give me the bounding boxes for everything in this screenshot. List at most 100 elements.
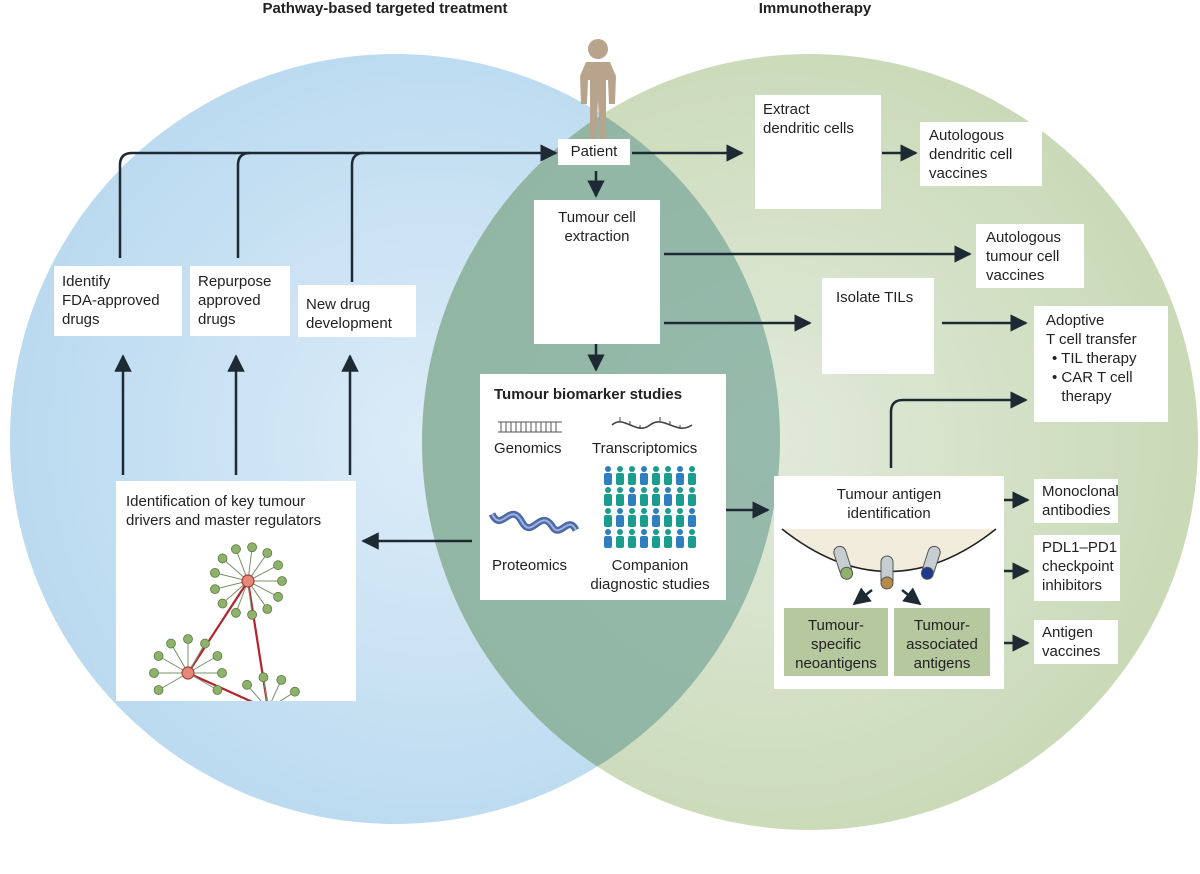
genomics-label: Genomics <box>494 440 562 457</box>
person-icon <box>652 508 660 527</box>
network-edge <box>279 691 296 701</box>
adoptive-item-til: • TIL therapy <box>1052 350 1137 367</box>
extract-dendritic-label: Extract dendritic cells <box>763 101 854 137</box>
person-icon <box>604 487 612 506</box>
companion-diagnostic-label: Companion diagnostic studies <box>590 557 710 593</box>
rna-strand-icon <box>611 417 693 429</box>
person-icon <box>676 487 684 506</box>
network-edge <box>271 679 282 701</box>
person-icon <box>604 529 612 548</box>
person-icon <box>616 508 624 527</box>
antigen-identification-box: Tumour antigen identification Tumour- sp… <box>774 476 1004 689</box>
adoptive-item-cart: • CAR T cell therapy <box>1052 369 1133 405</box>
tumour-specific-neoantigens-box: Tumour- specific neoantigens <box>784 608 888 676</box>
tumour-associated-antigens-box: Tumour- associated antigens <box>894 608 990 676</box>
key-drivers-box: Identification of key tumour drivers and… <box>116 481 356 701</box>
pdl1-box: PDL1–PD1 checkpoint inhibitors <box>1034 535 1120 601</box>
key-drivers-label: Identification of key tumour drivers and… <box>126 493 322 529</box>
patient-label: Patient <box>570 143 618 160</box>
patient-cohort-icon <box>604 466 696 548</box>
person-icon <box>688 508 696 527</box>
person-icon <box>604 508 612 527</box>
network-leaf-node <box>258 672 269 683</box>
network-leaf-node <box>166 638 176 649</box>
network-leaf-node <box>217 668 227 678</box>
person-icon <box>688 529 696 548</box>
person-icon <box>616 529 624 548</box>
identify-fda-label: Identify FDA-approved drugs <box>62 273 160 328</box>
person-icon <box>664 529 672 548</box>
arrow-fda-to-patient <box>118 144 558 258</box>
person-icon <box>640 487 648 506</box>
network-leaf-node <box>210 584 220 595</box>
monoclonal-label: Monoclonal antibodies <box>1042 483 1119 519</box>
person-icon <box>676 529 684 548</box>
network-leaf-node <box>277 576 287 586</box>
arrow-repurpose-to-patient <box>236 151 251 258</box>
person-icon <box>652 487 660 506</box>
network-leaf-node <box>149 668 159 678</box>
person-icon <box>652 529 660 548</box>
extract-dendritic-box: Extract dendritic cells <box>755 95 881 209</box>
person-icon <box>604 466 612 485</box>
network-leaf-node <box>153 685 164 695</box>
monoclonal-box: Monoclonal antibodies <box>1034 479 1119 523</box>
person-icon <box>664 487 672 506</box>
network-leaf-node <box>210 567 220 578</box>
network-leaf-node <box>273 591 284 602</box>
person-icon <box>616 487 624 506</box>
person-icon <box>628 487 636 506</box>
autologous-dendritic-label: Autologous dendritic cell vaccines <box>929 127 1013 182</box>
network-leaf-node <box>200 638 210 649</box>
network-leaf-node <box>217 553 228 564</box>
network-leaf-node <box>247 542 257 553</box>
network-edge <box>187 580 249 674</box>
network-leaf-node <box>212 651 223 661</box>
autologous-dendritic-box: Autologous dendritic cell vaccines <box>920 122 1042 186</box>
person-icon <box>688 487 696 506</box>
autologous-tumour-label: Autologous tumour cell vaccines <box>986 229 1062 284</box>
identify-fda-box: Identify FDA-approved drugs <box>54 266 182 336</box>
network-leaf-node <box>262 604 273 614</box>
arrow-antigen-to-adoptive <box>889 391 1028 468</box>
person-icon <box>676 508 684 527</box>
biomarker-studies-title: Tumour biomarker studies <box>494 386 683 403</box>
isolate-tils-box: Isolate TILs <box>822 278 934 374</box>
pdl1-label: PDL1–PD1 checkpoint inhibitors <box>1042 539 1118 594</box>
header-targeted-treatment: Pathway-based targeted treatment <box>262 0 508 17</box>
patient-box: Patient <box>558 139 630 165</box>
dna-ladder-icon <box>498 421 562 433</box>
network-edge <box>246 684 262 701</box>
person-icon <box>664 508 672 527</box>
network-leaf-node <box>183 634 193 644</box>
network-leaf-node <box>231 544 241 555</box>
network-leaf-node <box>212 685 223 695</box>
network-leaf-node <box>231 607 241 618</box>
network-leaf-node <box>276 674 287 685</box>
network-leaf-node <box>217 598 228 609</box>
person-icon <box>628 466 636 485</box>
antigen-vaccines-label: Antigen vaccines <box>1042 624 1101 660</box>
person-icon <box>664 466 672 485</box>
person-icon <box>640 466 648 485</box>
network-leaf-node <box>262 548 273 558</box>
human-figure-icon <box>580 39 616 140</box>
person-icon <box>628 508 636 527</box>
network-edge <box>187 671 253 701</box>
arrow-newdrug-to-patient <box>350 151 365 282</box>
network-leaf-node <box>242 679 252 690</box>
new-drug-label: New drug development <box>306 296 392 332</box>
network-hub-node <box>241 574 255 588</box>
antigen-vaccines-box: Antigen vaccines <box>1034 620 1118 664</box>
person-icon <box>688 466 696 485</box>
biomarker-studies-box: Tumour biomarker studies Genomics Transc… <box>480 374 726 600</box>
autologous-tumour-box: Autologous tumour cell vaccines <box>976 224 1084 288</box>
network-leaf-node <box>153 651 164 661</box>
repurpose-label: Repurpose approved drugs <box>198 273 272 328</box>
network-leaf-node <box>273 560 284 571</box>
new-drug-box: New drug development <box>298 285 416 337</box>
antigen-identification-label: Tumour antigen identification <box>836 486 942 522</box>
protein-ribbon-icon <box>488 510 580 534</box>
transcriptomics-label: Transcriptomics <box>592 440 698 457</box>
tumour-cell-extraction-label: Tumour cell extraction <box>558 209 636 245</box>
